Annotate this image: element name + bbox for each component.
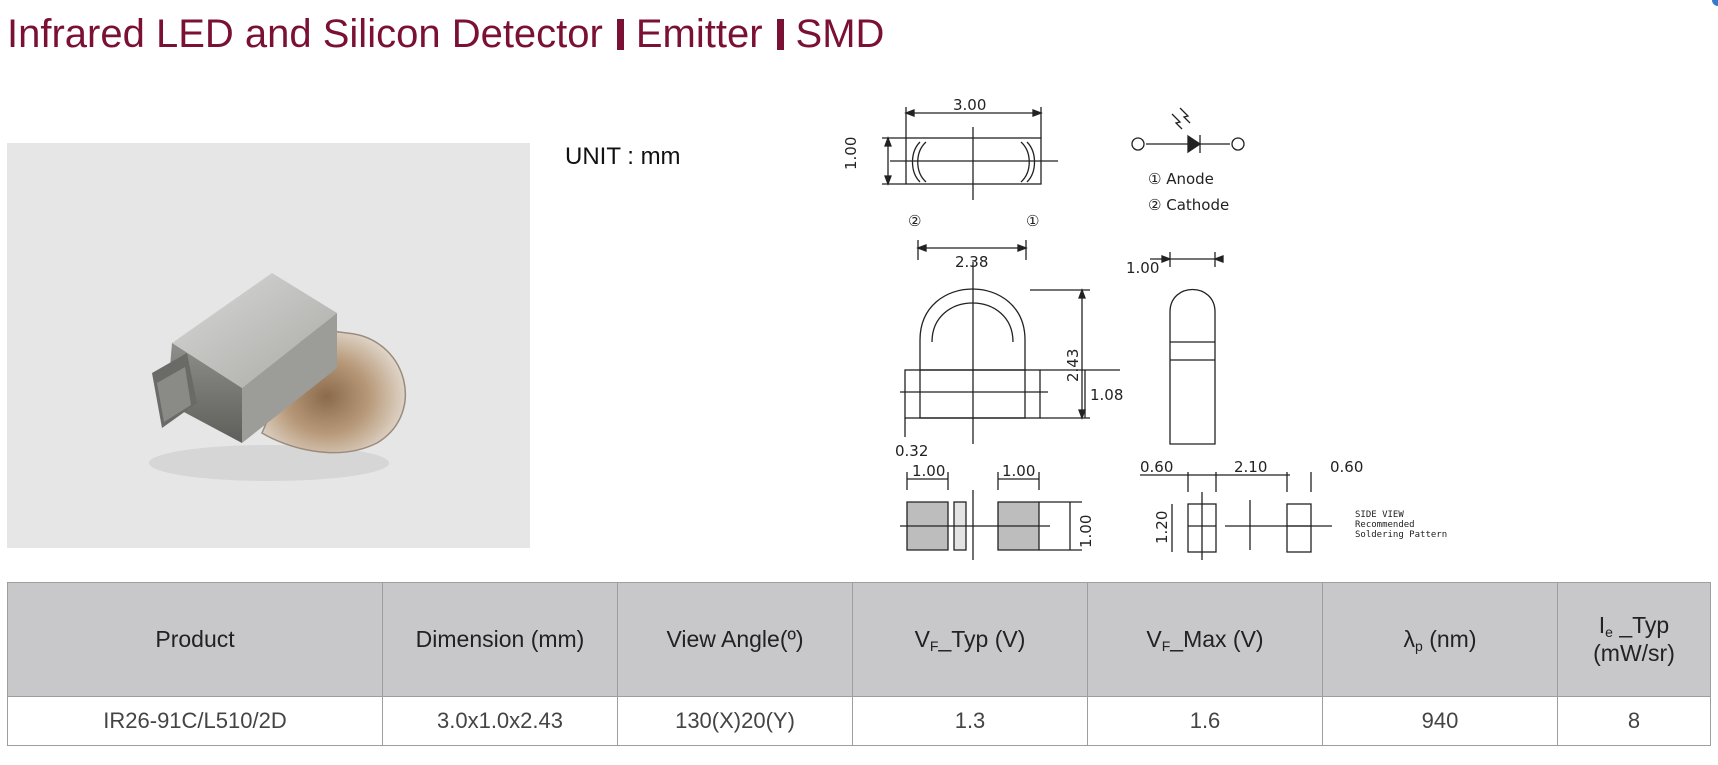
- col-radiant-intensity: Ie _Typ (mW/sr): [1557, 582, 1711, 697]
- diode-symbol: [1131, 107, 1245, 154]
- note-recommended: Recommended: [1355, 520, 1415, 530]
- cell-radiant-intensity: 8: [1557, 696, 1711, 746]
- dim-solder-c: 0.60: [1330, 458, 1363, 476]
- table-header-row: Product Dimension (mm) View Angle(º) VF_…: [7, 582, 1711, 697]
- cell-view-angle: 130(X)20(Y): [617, 696, 853, 746]
- col-vf-max: VF_Max (V): [1087, 582, 1323, 697]
- dim-top-height: 1.00: [842, 137, 860, 170]
- table-row: IR26-91C/L510/2D 3.0x1.0x2.43 130(X)20(Y…: [7, 696, 1711, 746]
- side-view: [1150, 252, 1224, 445]
- page-title: Infrared LED and Silicon Detector Emitter…: [7, 12, 884, 57]
- note-soldering-pattern: Soldering Pattern: [1355, 530, 1447, 540]
- dim-side-width: 1.00: [1126, 259, 1159, 277]
- led-product-image: [149, 273, 407, 481]
- cell-vf-typ: 1.3: [852, 696, 1088, 746]
- dim-pad-left: 1.00: [912, 462, 945, 480]
- pin-1-label: ①: [1026, 212, 1039, 230]
- front-view: [900, 240, 1120, 444]
- col-vf-typ: VF_Typ (V): [852, 582, 1088, 697]
- dim-solder-height: 1.20: [1153, 511, 1171, 544]
- pad-view: [900, 472, 1082, 560]
- dim-body-height: 1.08: [1090, 386, 1123, 404]
- cell-peak-wavelength: 940: [1322, 696, 1558, 746]
- dim-front-width: 2.38: [955, 253, 988, 271]
- dim-solder-b: 2.10: [1234, 458, 1267, 476]
- package-outline-svg: 3.00 1.00 ② ① ① Anode ② Cathode 2.38 2.4…: [842, 96, 1447, 560]
- product-photo: [7, 143, 530, 548]
- title-part-product: Infrared LED and Silicon Detector: [7, 12, 603, 56]
- dim-top-width: 3.00: [953, 96, 986, 114]
- pin-2-label: ②: [908, 212, 921, 230]
- cell-dimension: 3.0x1.0x2.43: [382, 696, 618, 746]
- dim-pad-right: 1.00: [1002, 462, 1035, 480]
- col-dimension: Dimension (mm): [382, 582, 618, 697]
- top-view: [882, 107, 1058, 200]
- col-view-angle: View Angle(º): [617, 582, 853, 697]
- title-part-type: Emitter: [635, 12, 763, 56]
- legend-cathode: ② Cathode: [1148, 196, 1229, 214]
- title-separator: [616, 19, 624, 50]
- dim-front-height: 2.43: [1064, 349, 1082, 382]
- dim-solder-a: 0.60: [1140, 458, 1173, 476]
- note-side-view: SIDE VIEW: [1355, 510, 1404, 520]
- cell-product: IR26-91C/L510/2D: [7, 696, 383, 746]
- dim-pad-height: 1.00: [1077, 515, 1095, 548]
- unit-label: UNIT : mm: [565, 143, 681, 170]
- title-part-package: SMD: [795, 12, 885, 56]
- col-peak-wavelength: λp (nm): [1322, 582, 1558, 697]
- cell-vf-max: 1.6: [1087, 696, 1323, 746]
- dim-offset: 0.32: [895, 442, 928, 460]
- col-product: Product: [7, 582, 383, 697]
- spec-table: Product Dimension (mm) View Angle(º) VF_…: [7, 582, 1711, 746]
- corner-accent: [1712, 0, 1718, 6]
- title-separator: [776, 19, 784, 50]
- soldering-pattern: [1140, 472, 1332, 560]
- legend-anode: ① Anode: [1148, 170, 1214, 188]
- dimension-drawing: 3.00 1.00 ② ① ① Anode ② Cathode 2.38 2.4…: [820, 92, 1460, 567]
